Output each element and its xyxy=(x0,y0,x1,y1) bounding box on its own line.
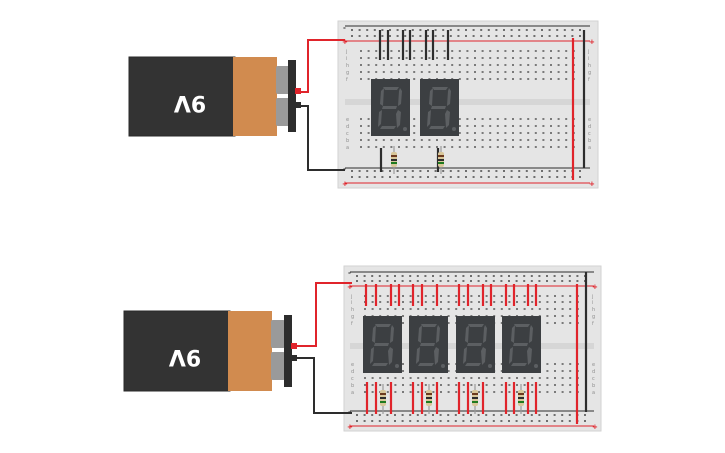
rail-plus-label: + xyxy=(342,180,348,188)
row-letter: f xyxy=(351,321,353,327)
rail-plus-label: + xyxy=(589,38,595,46)
rail-plus-label: + xyxy=(592,283,598,291)
battery-9v-2[interactable]: 9V xyxy=(123,310,297,392)
row-letter: j xyxy=(345,49,347,55)
row-letter: j xyxy=(587,49,589,55)
row-letter: h xyxy=(592,307,595,313)
resistor-2a[interactable] xyxy=(380,384,386,414)
rail-plus-label: + xyxy=(347,283,353,291)
resistor-2b[interactable] xyxy=(426,384,432,414)
row-letter: b xyxy=(351,383,354,389)
row-letter: g xyxy=(351,314,354,320)
seven-segment-display-2a[interactable] xyxy=(363,316,402,373)
row-letter: d xyxy=(588,124,591,130)
seven-segment-display-2d[interactable] xyxy=(502,316,541,373)
row-letter: f xyxy=(346,77,348,83)
battery-negative-wire-1[interactable] xyxy=(300,105,345,171)
row-letter: b xyxy=(346,138,349,144)
battery-positive-wire-1[interactable] xyxy=(300,39,345,93)
seven-segment-display-1b[interactable] xyxy=(420,79,459,136)
row-letter: e xyxy=(346,117,349,123)
rail-plus-label: + xyxy=(347,423,353,431)
battery-positive-wire-2[interactable] xyxy=(296,282,352,347)
row-letter: a xyxy=(592,390,595,396)
seven-segment-display-1a[interactable] xyxy=(371,79,410,136)
row-letter: a xyxy=(346,145,349,151)
row-letter: b xyxy=(588,138,591,144)
row-letter: f xyxy=(592,321,594,327)
row-letter: e xyxy=(351,362,354,368)
row-letter: c xyxy=(351,376,354,382)
row-letter: f xyxy=(588,77,590,83)
row-letter: c xyxy=(588,131,591,137)
resistor-2c[interactable] xyxy=(472,384,478,414)
row-letter: d xyxy=(592,369,595,375)
resistor-1b[interactable] xyxy=(438,146,444,174)
row-letter: c xyxy=(592,376,595,382)
row-letter: j xyxy=(350,294,352,300)
battery-label: 9V xyxy=(174,90,206,115)
rail-plus-label: + xyxy=(342,38,348,46)
jumper-wires-2[interactable] xyxy=(364,272,588,424)
row-letter: i xyxy=(592,300,593,306)
rail-holes xyxy=(351,29,581,178)
row-letter: i xyxy=(588,56,589,62)
resistor-2d[interactable] xyxy=(518,384,524,414)
resistor-1a[interactable] xyxy=(391,146,397,174)
row-letter: i xyxy=(351,300,352,306)
row-letter: h xyxy=(351,307,354,313)
seven-segment-display-2b[interactable] xyxy=(409,316,448,373)
row-letter: e xyxy=(588,117,591,123)
row-letter: h xyxy=(346,63,349,69)
row-letter: j xyxy=(591,294,593,300)
battery-negative-wire-2[interactable] xyxy=(296,357,352,414)
row-letter: h xyxy=(588,63,591,69)
row-letter: d xyxy=(351,369,354,375)
row-letter: g xyxy=(588,70,591,76)
battery-9v-1[interactable]: 9V xyxy=(128,56,301,137)
battery-label: 9V xyxy=(169,344,201,369)
row-letter: g xyxy=(346,70,349,76)
rail-plus-label: + xyxy=(592,423,598,431)
rail-minus-label: - xyxy=(348,269,351,277)
row-letter: g xyxy=(592,314,595,320)
rail-plus-label: + xyxy=(589,180,595,188)
row-letter: b xyxy=(592,383,595,389)
rail-minus-label: - xyxy=(343,24,346,32)
row-letter: i xyxy=(346,56,347,62)
row-letter: c xyxy=(346,131,349,137)
row-letter: a xyxy=(351,390,354,396)
jumper-wires-1[interactable] xyxy=(378,30,586,180)
seven-segment-display-2c[interactable] xyxy=(456,316,495,373)
row-letter: a xyxy=(588,145,591,151)
row-letter: d xyxy=(346,124,349,130)
row-letter: e xyxy=(592,362,595,368)
